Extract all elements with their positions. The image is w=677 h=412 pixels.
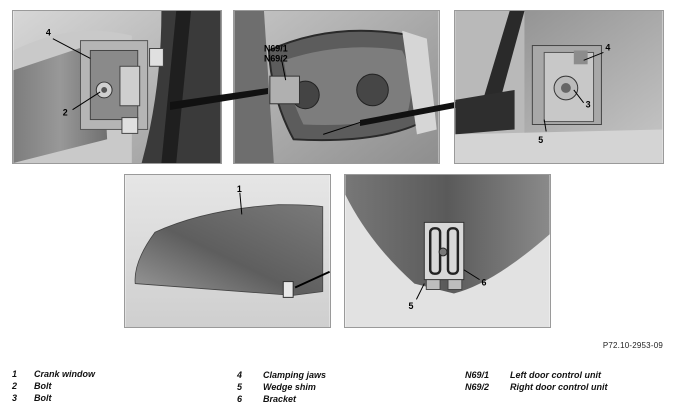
legend-label: Crank window xyxy=(34,369,96,379)
legend-item-4: 4 Clamping jaws xyxy=(237,369,437,381)
legend-label: Wedge shim xyxy=(263,382,316,392)
legend-item-1: 1 Crank window xyxy=(12,368,212,380)
legend-number: N69/2 xyxy=(465,382,490,392)
legend-number: 1 xyxy=(12,369,18,379)
legend-number: N69/1 xyxy=(465,370,490,380)
photo-clamping-jaws-on-window: 4 2 xyxy=(12,10,222,164)
legend-number: 2 xyxy=(12,381,18,391)
callout-n69-2: N69/2 xyxy=(264,53,288,63)
photo-door-control-unit: N69/1 N69/2 xyxy=(233,10,440,164)
photo-window-glass-illustration: 1 xyxy=(125,175,330,327)
callout-5: 5 xyxy=(538,135,543,145)
photo-bracket-detail-illustration: 6 5 xyxy=(345,175,550,327)
callout-2: 2 xyxy=(63,108,68,118)
legend-label: Bolt xyxy=(34,393,52,403)
callout-3: 3 xyxy=(586,100,591,110)
legend-label: Left door control unit xyxy=(510,370,601,380)
legend-number: 6 xyxy=(237,394,243,404)
photo-bracket-illustration: 4 3 5 xyxy=(455,11,663,163)
legend-item-n69-1: N69/1 Left door control unit xyxy=(465,369,665,381)
legend-label: Bracket xyxy=(263,394,297,404)
legend-item-5: 5 Wedge shim xyxy=(237,381,437,393)
legend-number: 5 xyxy=(237,382,243,392)
photo-crank-window: 1 xyxy=(124,174,331,328)
legend-item-n69-2: N69/2 Right door control unit xyxy=(465,381,665,393)
legend-label: Right door control unit xyxy=(510,382,608,392)
photo-wedge-shim-and-bolt: 4 3 5 xyxy=(454,10,664,164)
photo-door-inner-panel-illustration: N69/1 N69/2 xyxy=(234,11,439,163)
legend-item-3: 3 Bolt xyxy=(12,392,212,404)
photo-bracket-with-wedge-shim: 6 5 xyxy=(344,174,551,328)
legend-number: 4 xyxy=(237,370,243,380)
callout-4: 4 xyxy=(605,42,610,52)
callout-n69-1: N69/1 xyxy=(264,43,288,53)
legend-item-2: 2 Bolt xyxy=(12,380,212,392)
figure-reference-code: P72.10-2953-09 xyxy=(602,341,663,350)
callout-4: 4 xyxy=(46,28,51,38)
photo-clamping-jaws-illustration: 4 2 xyxy=(13,11,221,163)
callout-5: 5 xyxy=(409,301,414,311)
callout-1: 1 xyxy=(237,184,242,194)
legend-label: Bolt xyxy=(34,381,52,391)
legend-number: 3 xyxy=(12,393,18,403)
connector-line-left xyxy=(170,88,268,110)
legend-label: Clamping jaws xyxy=(263,370,327,380)
callout-6: 6 xyxy=(482,278,487,288)
legend-item-6: 6 Bracket xyxy=(237,393,437,405)
